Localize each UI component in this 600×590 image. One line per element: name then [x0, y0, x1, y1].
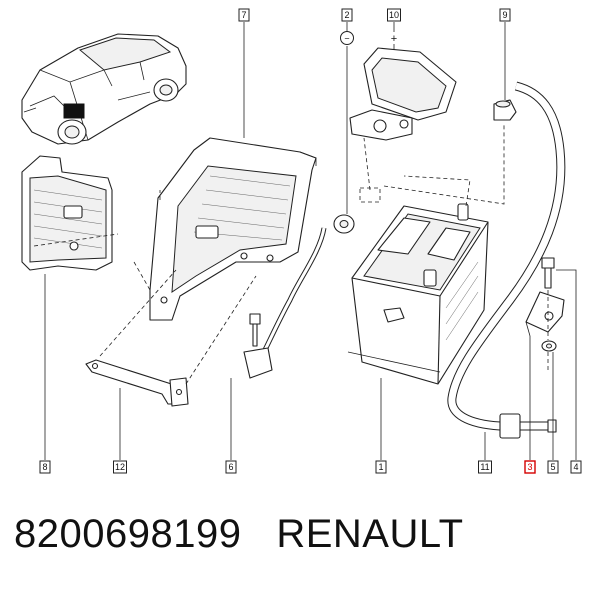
- part-6-negative-cable: [243, 214, 355, 379]
- callout-box-3: [524, 460, 536, 474]
- callout-number-9: 9: [502, 10, 507, 20]
- part-9-grommet: [493, 99, 517, 121]
- callout-number-1: 1: [378, 462, 383, 472]
- callout-box-11: [478, 460, 492, 474]
- callout-number-7: 7: [241, 10, 246, 20]
- callout-5: 5: [547, 460, 559, 474]
- car-illustration: [21, 33, 187, 145]
- part-3-hold-down-clamp: [525, 291, 565, 337]
- callout-box-7: [238, 8, 250, 22]
- part-12-bracket: [85, 359, 189, 407]
- callout-9: 9: [499, 8, 511, 22]
- callout-box-8: [39, 460, 51, 474]
- callout-box-2: [341, 8, 353, 22]
- caption-line: 8200698199 RENAULT: [14, 512, 464, 557]
- callout-box-9: [499, 8, 511, 22]
- leader-lines: [44, 22, 577, 460]
- callout-1: 1: [375, 460, 387, 474]
- callout-12: 12: [113, 460, 127, 474]
- callout-2: 2: [341, 8, 353, 22]
- terminal-positive-symbol: +: [391, 33, 397, 45]
- callout-box-1: [375, 460, 387, 474]
- part-number: 8200698199: [14, 512, 242, 556]
- callout-box-12: [113, 460, 127, 474]
- part-5-washer: [541, 340, 557, 352]
- callout-number-11: 11: [480, 462, 489, 472]
- brand-name: RENAULT: [276, 512, 464, 556]
- callout-box-10: [387, 8, 401, 22]
- callout-6: 6: [225, 460, 237, 474]
- part-10-positive-terminal-cover: [349, 47, 457, 141]
- part-8-side-cover: [21, 155, 113, 271]
- callout-10: 10: [387, 8, 401, 22]
- part-7-battery-tray: [149, 137, 317, 321]
- callout-number-12: 12: [115, 462, 125, 472]
- callout-number-4: 4: [573, 462, 578, 472]
- callout-number-2: 2: [344, 10, 349, 20]
- callout-4: 4: [570, 460, 582, 474]
- positive-sign: +: [391, 33, 397, 45]
- negative-sign: −: [344, 34, 349, 44]
- part-1-battery: [347, 187, 489, 385]
- terminal-negative-symbol: −: [340, 31, 354, 45]
- assembly-dashed-lines: [33, 124, 549, 385]
- callout-3: 3: [524, 460, 536, 474]
- callout-8: 8: [39, 460, 51, 474]
- callout-7: 7: [238, 8, 250, 22]
- callout-number-6: 6: [228, 462, 233, 472]
- part-4-bolt: [541, 257, 555, 289]
- callout-number-5: 5: [550, 462, 555, 472]
- callout-box-6: [225, 460, 237, 474]
- callout-number-10: 10: [389, 10, 399, 20]
- callout-number-8: 8: [42, 462, 47, 472]
- callout-number-3: 3: [527, 462, 532, 472]
- part-11-breather-tube: [447, 81, 566, 439]
- callout-box-4: [570, 460, 582, 474]
- callout-11: 11: [478, 460, 492, 474]
- callout-box-5: [547, 460, 559, 474]
